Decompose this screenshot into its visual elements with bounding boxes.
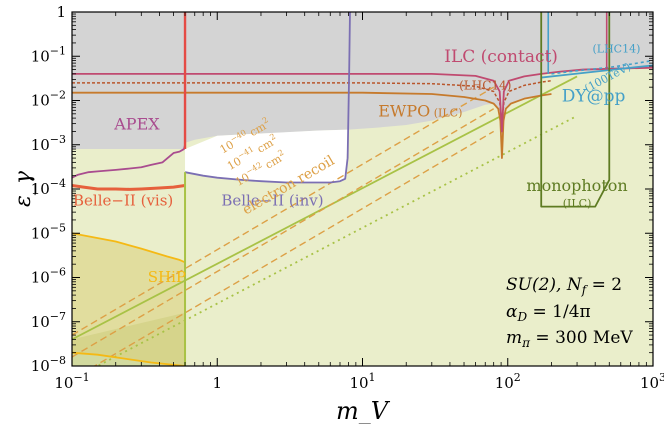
ship-line [72, 232, 186, 366]
y-axis-title: ε_γ [11, 170, 36, 207]
belle-inv-allowed-pocket [185, 129, 349, 183]
x-tick-label: 103 [640, 371, 664, 392]
label-apex: APEX [113, 115, 160, 134]
shaded-regions [72, 12, 653, 366]
label-belle-vis: Belle−II (vis) [73, 192, 173, 210]
x-tick-label: 1 [212, 374, 222, 392]
label-ewpo: EWPO (ILC) [378, 102, 462, 121]
param-line-2: αD = 1/4π [506, 302, 591, 324]
ewpo-line [72, 91, 552, 159]
belle-inv-line [184, 12, 351, 184]
y-tick-label: 10−8 [31, 354, 66, 375]
y-tick-label: 10−7 [31, 310, 66, 331]
ship-region [72, 233, 186, 366]
green-solid-line [72, 75, 578, 341]
x-tick-label: 10−1 [54, 371, 89, 392]
param-line-1: SU(2), Nf = 2 [506, 275, 622, 297]
monophoton-line [540, 12, 611, 208]
label-dy-lhc14: (LHC14) [592, 43, 640, 56]
excluded-gray-region [72, 12, 653, 159]
label-ilc-contact: ILC (contact) [444, 47, 558, 67]
param-line-3: mπ = 300 MeV [506, 328, 633, 350]
label-belle-inv: Belle−II (inv) [221, 192, 323, 210]
axis-ticks: 10−1 1 101 102 103 1 10−1 10−2 10−3 10−4 10−5 10−6 1… [31, 3, 664, 392]
y-tick-label: 10−2 [31, 89, 66, 110]
x-tick-label: 102 [495, 371, 521, 392]
label-lhc14: (LHC14) [459, 79, 511, 93]
parameter-box: SU(2), Nf = 2 αD = 1/4π mπ = 300 MeV [506, 275, 633, 350]
xs-41-line [72, 108, 495, 358]
x-tick-label: 101 [349, 371, 375, 392]
y-tick-label: 10−6 [31, 266, 66, 287]
belle-vis-line [72, 184, 186, 191]
y-tick-label: 10−5 [31, 221, 66, 242]
y-tick-label: 10−4 [31, 177, 66, 198]
y-tick-label: 1 [56, 3, 66, 21]
y-tick-label: 10−3 [31, 133, 66, 154]
label-monophoton-sub: (ILC) [563, 197, 592, 210]
x-axis-title: m_V [336, 397, 391, 424]
y-tick-label: 10−1 [31, 44, 66, 65]
constraint-curves [72, 12, 653, 366]
dy-100tev-line [541, 64, 653, 79]
apex-line [72, 144, 186, 179]
xs-40-line [72, 86, 495, 336]
ilc-contact-line [72, 66, 653, 133]
label-monophoton: monophoton [526, 176, 627, 195]
xs-42-line [93, 130, 495, 366]
label-dy: DY@pp [562, 86, 626, 106]
green-dotted-line [95, 115, 578, 366]
label-ship: SHiP [148, 268, 186, 286]
